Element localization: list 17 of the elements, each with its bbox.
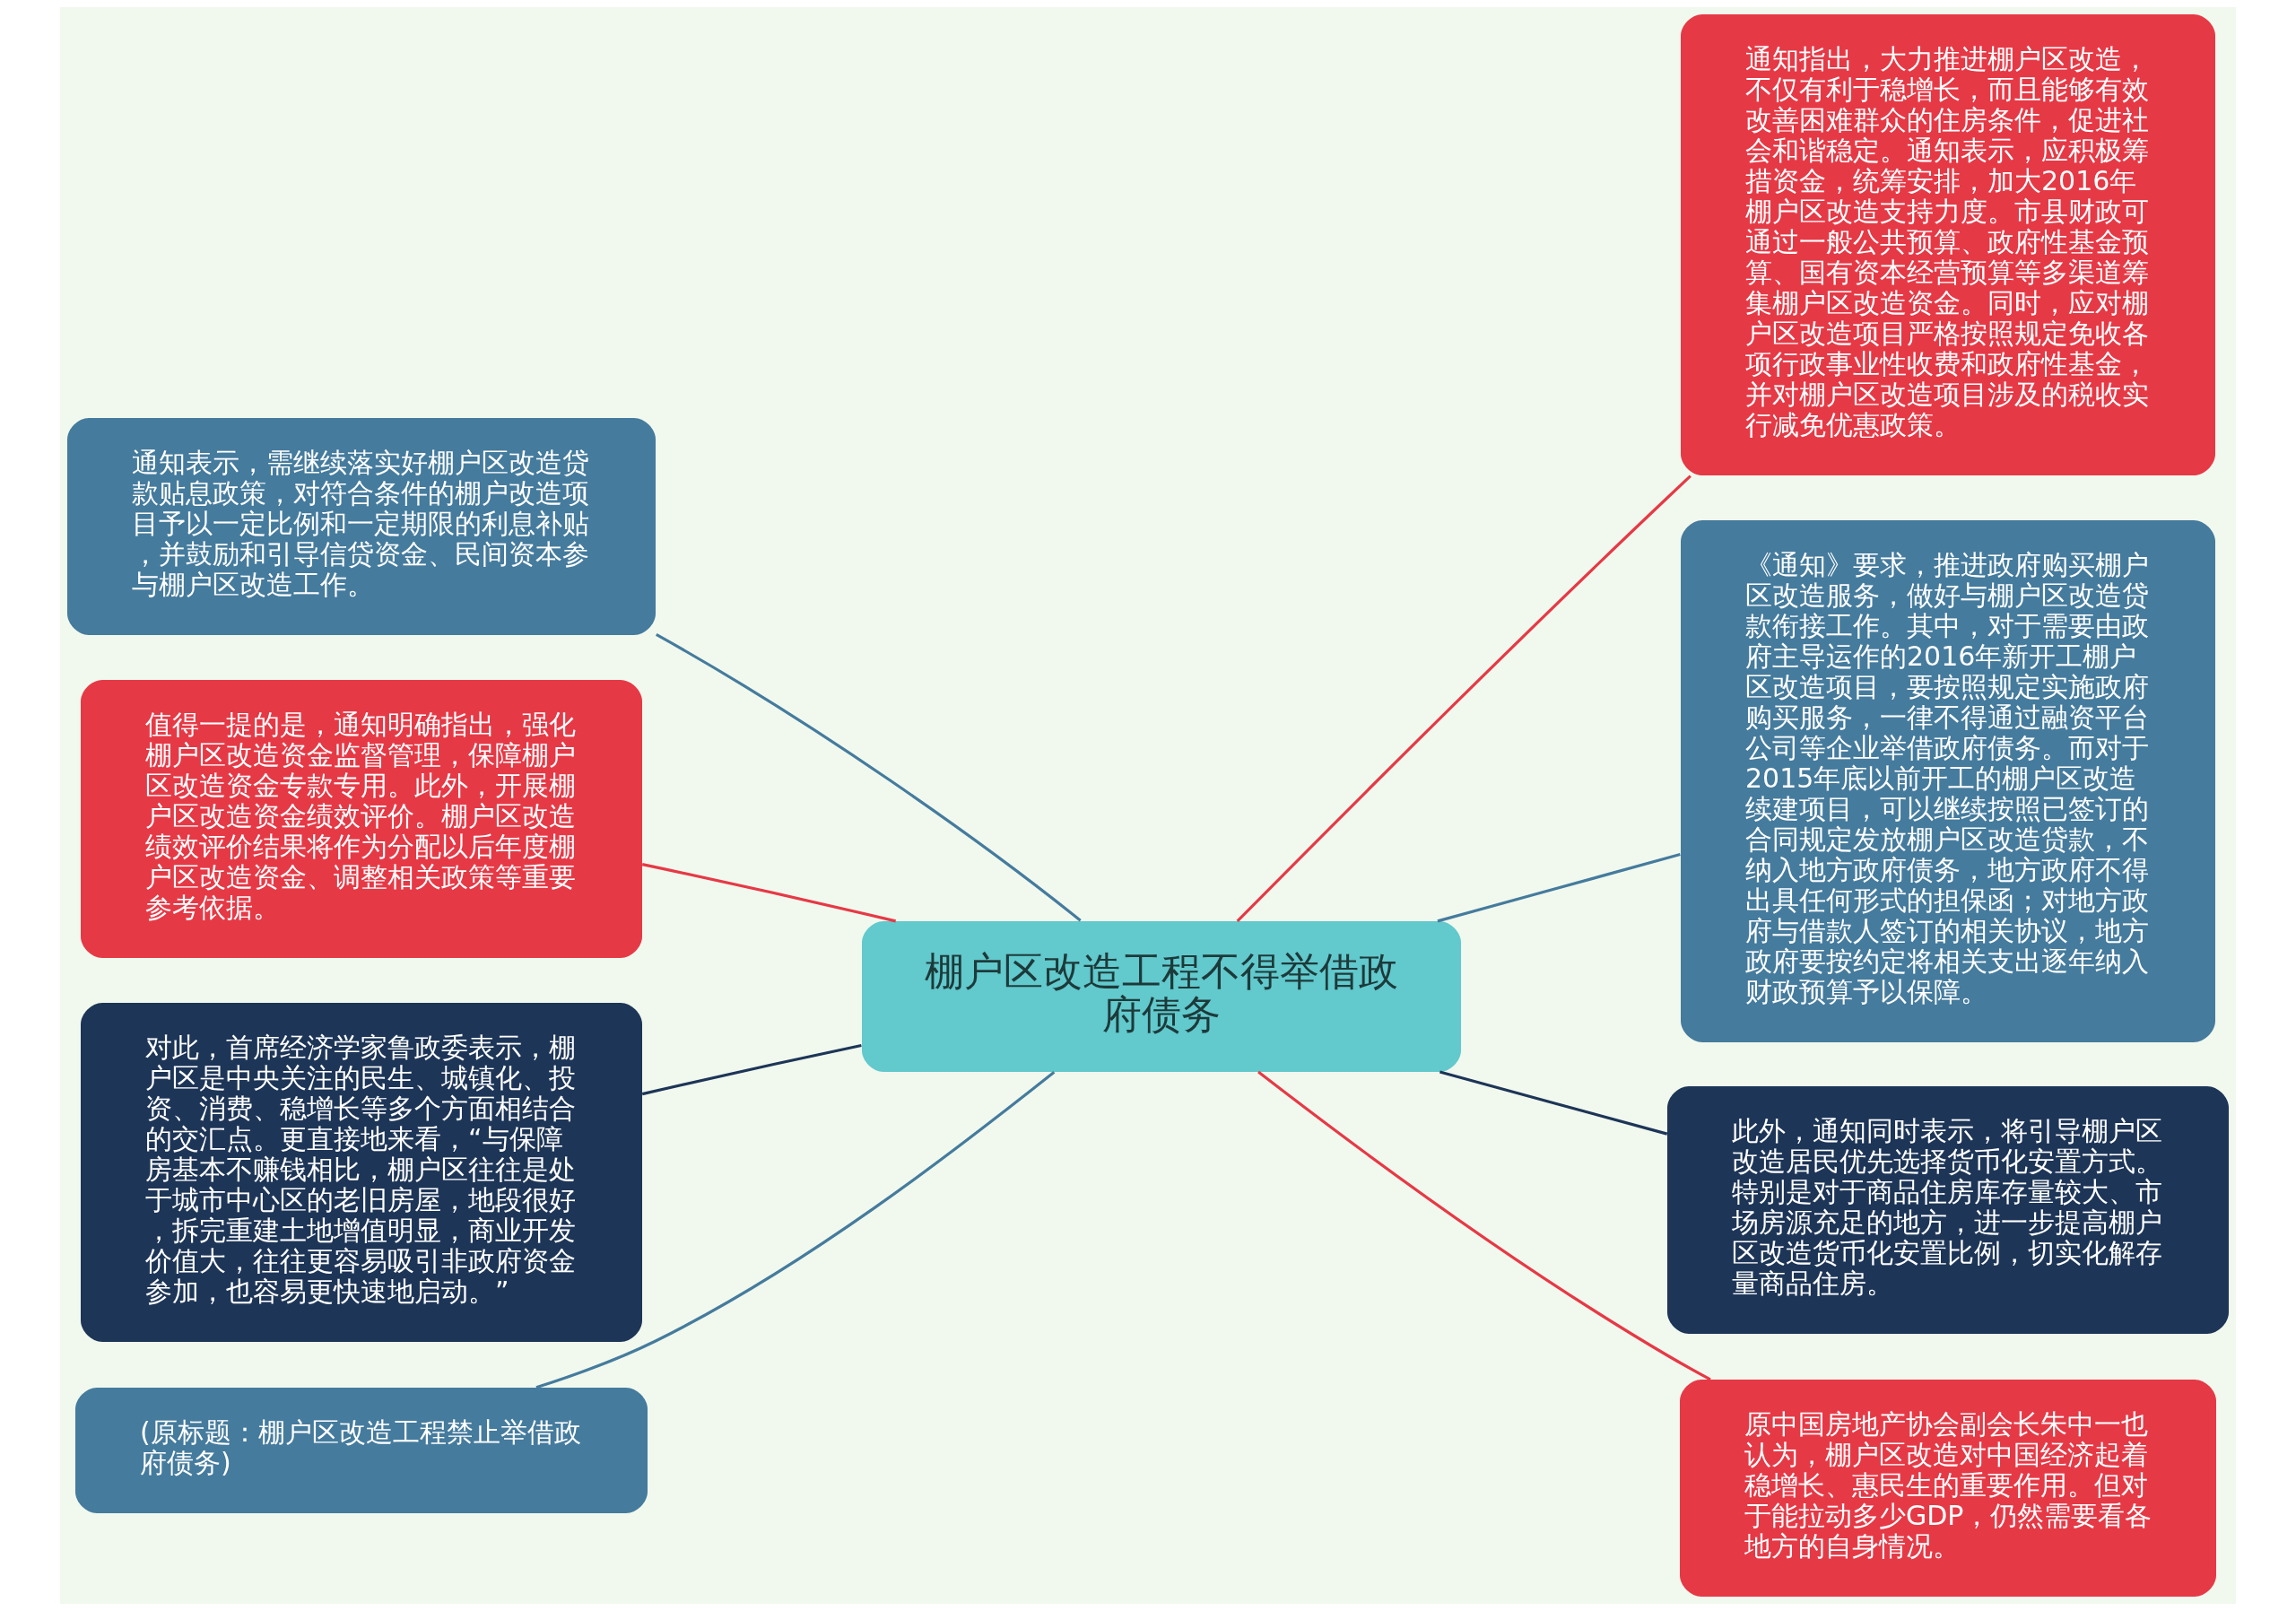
connector — [656, 633, 1082, 922]
node-box: 通知表示，需继续落实好棚户区改造贷款贴息政策，对符合条件的棚户改造项目予以一定比例和一定期限的利息补贴，并鼓励和引导信贷资金、民间资本参与棚户区改造工作。 — [67, 418, 656, 635]
connector — [641, 863, 897, 923]
connector — [1437, 853, 1681, 923]
node-box: (原标题：棚户区改造工程禁止举借政府债务) — [75, 1388, 648, 1513]
connector — [1439, 1070, 1668, 1136]
node-box: 对此，首席经济学家鲁政委表示，棚户区是中央关注的民生、城镇化、投资、消费、稳增长等多个方面相结合的交汇点。更直接地来看，“与保障房基本不赚钱相比，棚户区往往是处于城市中心区的老旧房屋，地段很好，拆完重建土地增值明显，商业开发价值大，往往更容易吸引非政府资金参加，也容易更快速地启动。” — [81, 1003, 642, 1342]
node-box: 值得一提的是，通知明确指出，强化棚户区改造资金监督管理，保障棚户区改造资金专款专用。此外，开展棚户区改造资金绩效评价。棚户区改造绩效评价结果将作为分配以后年度棚户区改造资金、调整相关政策等重要参考依据。 — [81, 680, 642, 958]
node-box: 此外，通知同时表示，将引导棚户区改造居民优先选择货币化安置方式。特别是对于商品住房库存量较大、市场房源充足的地方，进一步提高棚户区改造货币化安置比例，切实化解存量商品住房。 — [1667, 1086, 2229, 1334]
connector — [641, 1043, 862, 1096]
node-box: 棚户区改造工程不得举借政府债务 — [862, 921, 1461, 1072]
node-box: 通知指出，大力推进棚户区改造，不仅有利于稳增长，而且能够有效改善困难群众的住房条件，促进社会和谐稳定。通知表示，应积极筹措资金，统筹安排，加大2016年棚户区改造支持力度。市县财政可通过一般公共预算、政府性基金预算、国有资本经营预算等多渠道筹集棚户区改造资金。同时，应对棚户区改造项目严格按照规定免收各项行政事业性收费和政府性基金，并对棚户区改造项目涉及的税收实行减免优惠政策。 — [1681, 14, 2215, 475]
connector — [1236, 475, 1692, 923]
node-box: 原中国房地产协会副会长朱中一也认为，棚户区改造对中国经济起着稳增长、惠民生的重要作用。但对于能拉动多少GDP，仍然需要看各地方的自身情况。 — [1680, 1380, 2216, 1597]
connector — [1257, 1070, 1711, 1381]
node-box: 《通知》要求，推进政府购买棚户区改造服务，做好与棚户区改造贷款衔接工作。其中，对于需要由政府主导运作的2016年新开工棚户区改造项目，要按照规定实施政府购买服务，一律不得通过融资平台公司等企业举借政府债务。而对于2015年底以前开工的棚户区改造续建项目，可以继续按照已签订的合同规定发放棚户区改造贷款，不纳入地方政府债务，地方政府不得出具任何形式的担保函；对地方政府与借款人签订的相关协议，地方政府要按约定将相关支出逐年纳入财政预算予以保障。 — [1681, 520, 2215, 1042]
connector — [535, 1071, 1056, 1389]
